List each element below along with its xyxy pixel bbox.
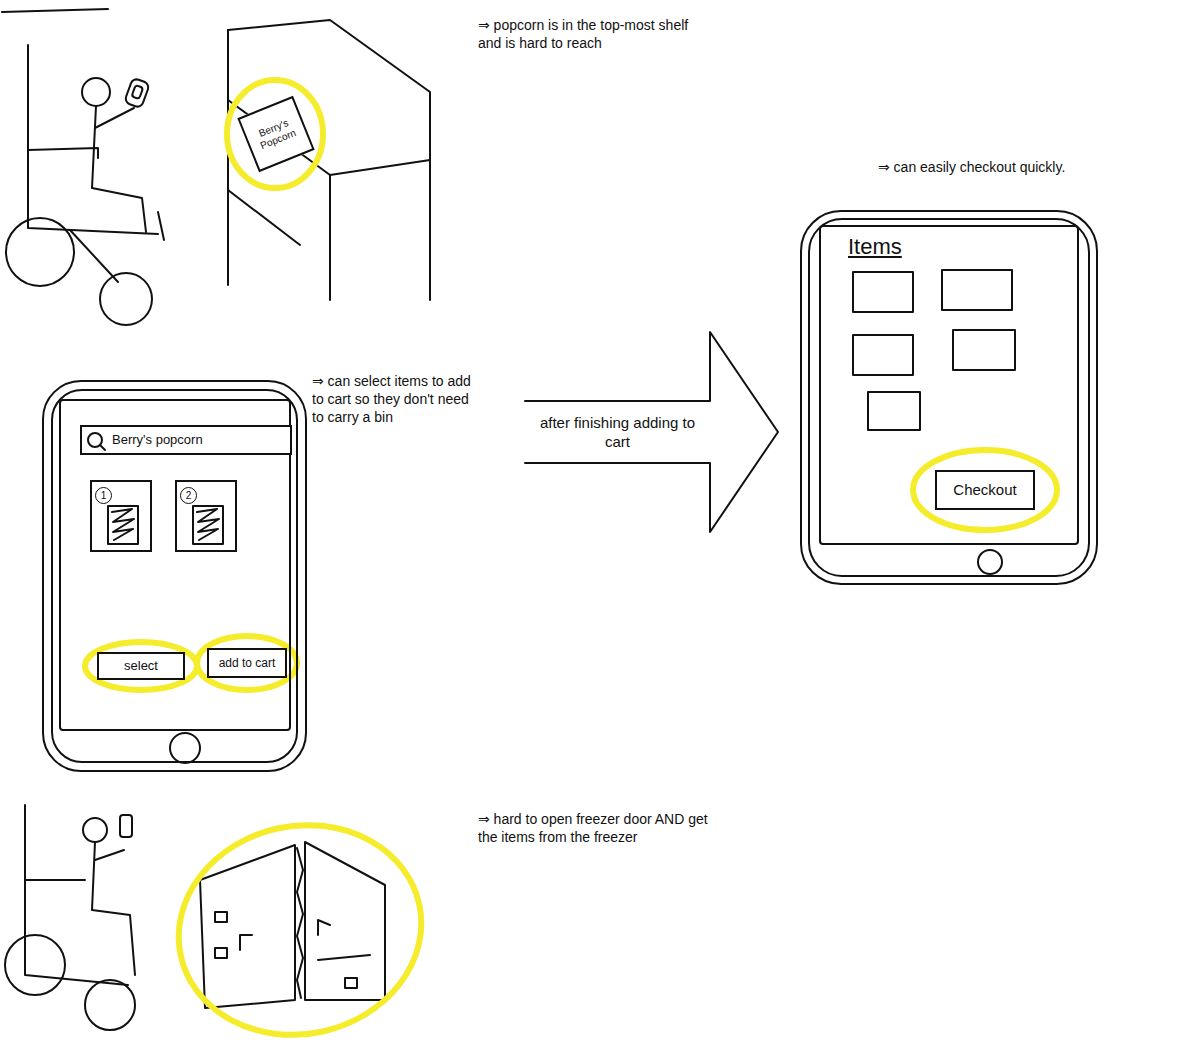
button-label: add to cart [219,656,276,670]
phone-screen: Berry's popcorn 1 2 select add to cart [42,380,307,772]
person-body [92,106,146,232]
phone-outline [853,335,913,375]
text-group: add to cart [209,650,285,676]
item-picture [108,506,138,544]
item-card: 2 [175,480,237,552]
text-group: Berry's popcorn [82,427,290,453]
freezer-item [215,948,227,958]
annotation-note: ⇒ hard to open freezer door AND get the … [478,810,708,846]
callout-number: 2 [180,487,197,504]
freezer-door [200,845,295,1008]
callout-number: 1 [95,487,112,504]
shelf-board [228,190,300,245]
freezer-shelf [318,955,370,960]
search-icon [100,445,105,450]
freezer-item [345,978,357,988]
person-arm [95,108,134,128]
phone-icon [120,815,132,837]
wheel [85,980,135,1030]
freezer-shelf [240,935,252,950]
highlight-circle [913,450,1057,530]
phone-outline [953,330,1015,370]
chair-frame [25,805,128,985]
wheel [6,218,74,286]
highlight-circle [197,636,297,690]
person-body [92,842,135,975]
phone-outline [978,550,1002,574]
wheelchair-user-freezer [5,805,135,1030]
button-label: select [124,658,158,674]
wheel [100,273,152,325]
popcorn-box: Berry's Popcorn [237,96,314,172]
highlight-circle [159,803,441,1042]
phone-outline [43,381,306,771]
screen-heading: Items [848,234,902,260]
phone-icon [124,78,150,109]
phone-outline [868,392,920,430]
wheel [5,935,65,995]
item-card: 1 [90,480,152,552]
armrest [28,148,98,158]
text-group: Checkout [937,472,1033,508]
phone-outline [801,211,1097,584]
search-bar: Berry's popcorn [80,425,292,455]
text-group: Items [848,234,902,260]
freezer-door [305,842,385,1000]
phone-outline [820,226,1078,544]
store-shelf [228,20,430,300]
annotation-note: ⇒ can select items to add to cart so the… [312,372,477,427]
phone-outline [800,210,1098,585]
phone-outline [170,733,200,763]
select-button: select [97,652,185,680]
shelf-board [330,160,430,175]
phone-outline [853,272,913,312]
footrest [158,212,164,240]
phone-outline [942,270,1012,310]
person-arm [95,850,124,860]
freezer [200,842,385,1008]
annotation-note: ⇒ popcorn is in the top-most shelf and i… [478,16,708,52]
text-group: 2 [180,485,197,504]
wheelchair-user-reaching [6,45,164,325]
freezer-shelf [318,920,330,935]
chair-strut [70,230,118,282]
product-label: Berry's Popcorn [250,114,302,153]
highlight-circle [227,80,323,188]
door-hinge [297,848,303,998]
item-picture [193,506,223,544]
text-group: select [99,654,183,678]
heading-underline [2,9,108,12]
button-label: Checkout [953,481,1016,499]
person-head [82,78,110,106]
armrest [25,879,85,881]
text-group: 1 [95,485,112,504]
phone-screen: Checkout Items [800,210,1098,585]
person-head [83,818,107,842]
item-picture [197,509,219,540]
highlight-circle [85,642,197,690]
block-arrow [525,332,778,532]
freezer-item [215,912,227,922]
add-to-cart-button: add to cart [207,648,287,678]
annotation-note: ⇒ can easily checkout quickly. [878,158,1168,176]
text-group: Berry's Popcorn [240,98,312,169]
item-picture [112,509,134,540]
arrow-label: after finishing adding to cart [535,413,700,452]
phone-outline [52,390,297,762]
phone-icon [132,85,144,99]
search-text: Berry's popcorn [112,432,203,448]
chair-frame [28,45,158,234]
phone-outline [809,219,1089,576]
shelf-outline [228,20,430,300]
checkout-button: Checkout [935,470,1035,510]
